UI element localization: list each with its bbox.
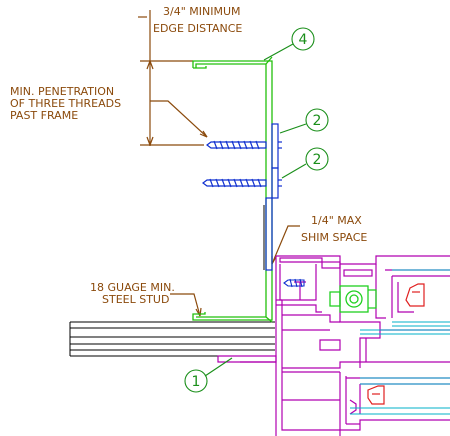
glazing: [350, 269, 450, 415]
setting-blocks: [367, 283, 425, 405]
fastener-upper: [206, 123, 282, 169]
shim-note-line1: 1/4" MAX: [311, 214, 362, 227]
callout-2-upper: [279, 108, 329, 134]
notes: 3/4" MINIMUM EDGE DISTANCE MIN. PENETRAT…: [10, 5, 367, 306]
callout-4-label: 4: [299, 32, 308, 48]
shim-note-line2: SHIM SPACE: [301, 231, 367, 244]
thermal-break: [329, 285, 377, 313]
stud-note-line2: STEEL STUD: [102, 293, 169, 306]
window-frame: [217, 255, 450, 436]
callout-1-label: 1: [192, 374, 201, 390]
penetration-note-line3: PAST FRAME: [10, 109, 78, 122]
frame-screw: [283, 278, 305, 288]
callout-4: [263, 27, 315, 61]
edge-distance-note-line2: EDGE DISTANCE: [153, 22, 242, 35]
steel-stud: [192, 56, 273, 323]
stud-note-line1: 18 GUAGE MIN.: [90, 281, 175, 294]
callout-2-lower: [281, 147, 329, 179]
edge-distance-note-line1: 3/4" MINIMUM: [163, 5, 241, 18]
penetration-note-line1: MIN. PENETRATION: [10, 85, 114, 98]
callout-2-lower-label: 2: [313, 152, 322, 168]
callout-1: [184, 357, 233, 393]
callout-2-upper-label: 2: [313, 113, 322, 129]
fastener-lower: [202, 167, 282, 271]
penetration-note-line2: OF THREE THREADS: [10, 97, 121, 110]
